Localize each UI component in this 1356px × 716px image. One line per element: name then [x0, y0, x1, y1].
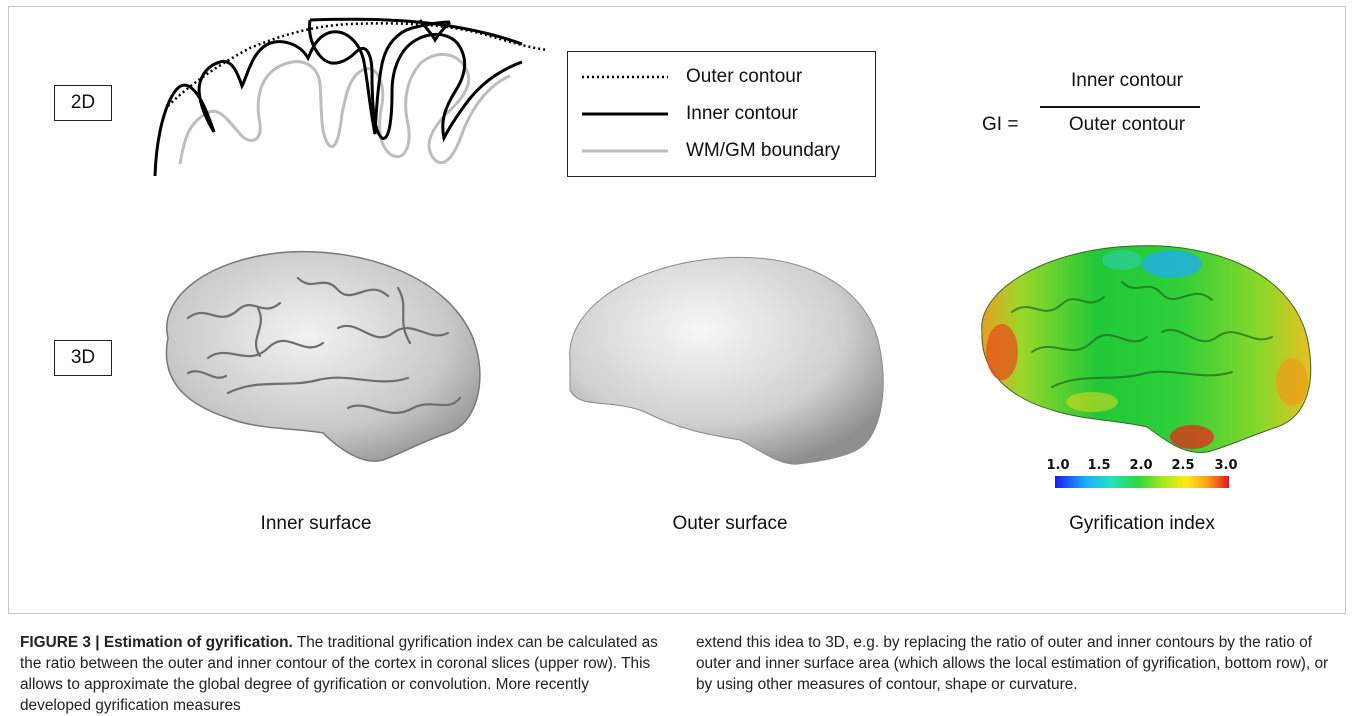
panel-label-gyrification-index: Gyrification index [1012, 513, 1272, 535]
outer-contour-line [168, 23, 548, 106]
legend-label-outer: Outer contour [686, 66, 802, 88]
legend-item-boundary: WM/GM boundary [582, 136, 840, 166]
colorbar-tick-1: 1.0 [1046, 458, 1069, 473]
contour-drawing [150, 14, 550, 179]
formula-numerator: Inner contour [1052, 70, 1202, 92]
row-label-3d: 3D [54, 340, 112, 376]
caption-label: FIGURE 3 | Estimation of gyrification. [20, 634, 293, 651]
formula-lhs: GI = [982, 114, 1018, 136]
legend-label-boundary: WM/GM boundary [686, 140, 840, 162]
gi-formula: GI = Inner contour Outer contour [982, 70, 1222, 150]
caption-column-1: FIGURE 3 | Estimation of gyrification. T… [20, 632, 660, 716]
caption-text-2: extend this idea to 3D, e.g. by replacin… [696, 634, 1328, 693]
dotted-line-swatch [582, 73, 668, 81]
panel-label-inner-surface: Inner surface [186, 513, 446, 535]
colorbar-tick-2: 1.5 [1087, 458, 1110, 473]
gray-line-swatch [582, 147, 668, 155]
inner-surface-brain-image [148, 248, 488, 468]
legend-item-outer: Outer contour [582, 62, 802, 92]
gyrification-index-brain-image [972, 242, 1322, 457]
row-label-2d-text: 2D [71, 92, 95, 114]
row-label-2d: 2D [54, 85, 112, 121]
solid-line-swatch [582, 110, 668, 118]
colorbar-tick-5: 3.0 [1214, 458, 1237, 473]
outer-surface-brain-image [560, 250, 900, 475]
colorbar-tick-3: 2.0 [1129, 458, 1152, 473]
caption-column-2: extend this idea to 3D, e.g. by replacin… [696, 632, 1336, 695]
row-label-3d-text: 3D [71, 347, 95, 369]
formula-denominator: Outer contour [1052, 114, 1202, 136]
colorbar-tick-4: 2.5 [1171, 458, 1194, 473]
legend-box: Outer contour Inner contour WM/GM bounda… [567, 51, 876, 177]
legend-label-inner: Inner contour [686, 103, 798, 125]
gyrification-colorbar [1055, 476, 1229, 488]
panel-label-outer-surface: Outer surface [600, 513, 860, 535]
fraction-bar [1040, 106, 1200, 108]
legend-item-inner: Inner contour [582, 99, 798, 129]
